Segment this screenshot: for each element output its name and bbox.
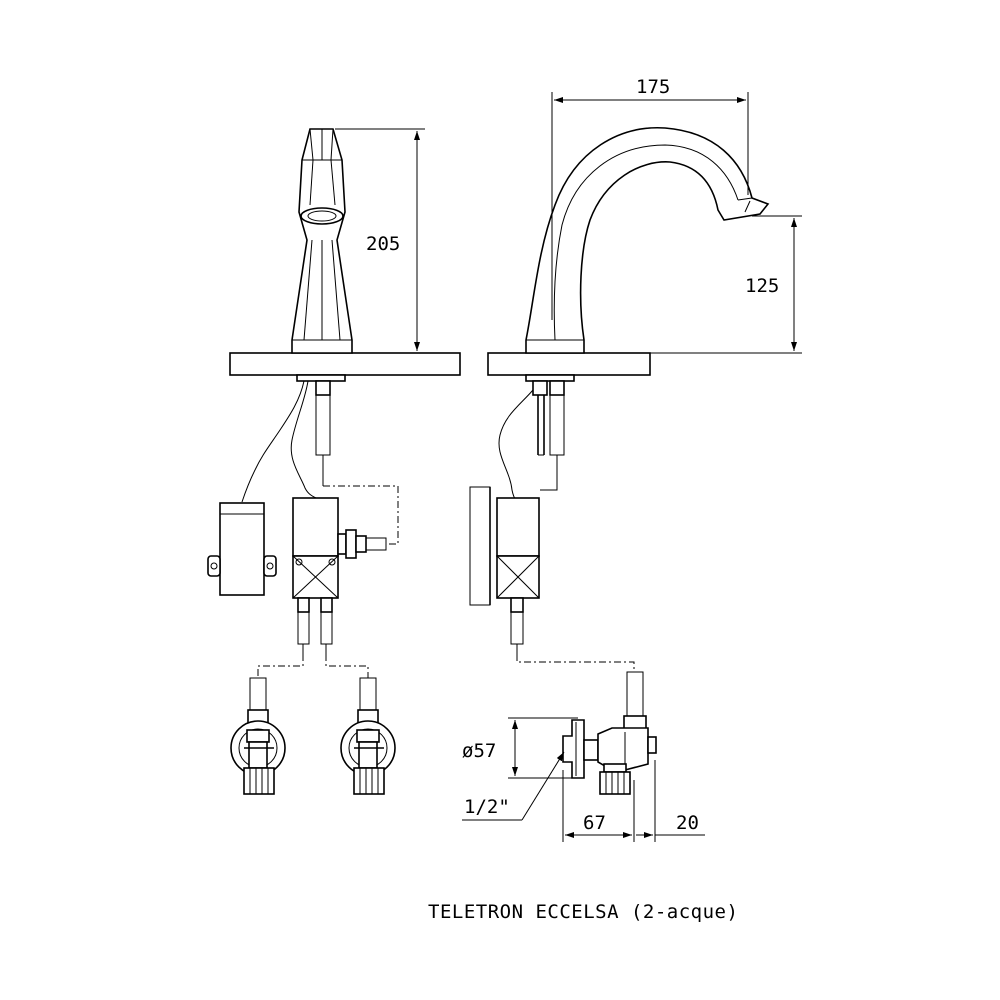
angle-valve-hot	[230, 677, 286, 795]
dim-thread: 1/2"	[464, 796, 510, 818]
dim-width-spout: 175	[636, 76, 670, 98]
hose-front-supply	[315, 394, 331, 456]
hose-hot	[297, 611, 310, 645]
dim-height-spout: 125	[745, 275, 779, 297]
solenoid-valve-front	[292, 497, 387, 599]
countertop-side	[487, 352, 651, 376]
dim-depth-cap: 20	[676, 812, 699, 834]
dim-height-front: 205	[366, 233, 400, 255]
hose-cold	[320, 611, 333, 645]
hose-side-supply	[549, 394, 565, 456]
dim-depth-valve: 67	[583, 812, 606, 834]
angle-valve-cold	[340, 677, 396, 795]
side-view: 175 125 ø57 1/2" 67 20	[462, 76, 802, 842]
spout-front	[291, 128, 353, 354]
drawing-caption: TELETRON ECCELSA (2-acque)	[428, 901, 738, 923]
wall-section	[469, 486, 491, 606]
solenoid-valve-side	[496, 497, 540, 599]
dim-diameter-rosette: ø57	[462, 740, 496, 762]
angle-valve-side	[562, 671, 657, 795]
front-view: 205	[207, 128, 461, 795]
countertop-front	[229, 352, 461, 376]
spout-side	[525, 127, 770, 354]
control-box	[207, 502, 277, 596]
